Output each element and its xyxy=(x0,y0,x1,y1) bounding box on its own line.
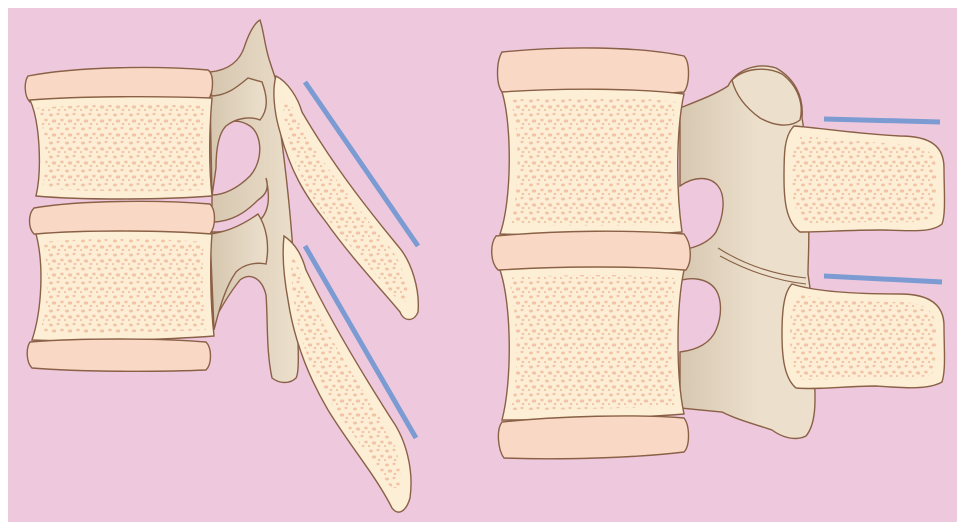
right-lower-endplate xyxy=(498,416,688,459)
left-lower-vertebral-body-texture xyxy=(40,239,206,333)
left-lower-endplate xyxy=(27,339,210,371)
right-guide-line-upper xyxy=(824,119,940,122)
right-upper-endplate xyxy=(498,48,689,95)
right-upper-spinous-process-texture xyxy=(792,136,936,224)
left-upper-vertebral-body-texture xyxy=(36,105,204,192)
right-upper-vertebral-body-texture xyxy=(510,97,676,225)
right-lower-vertebral-body-texture xyxy=(508,275,676,410)
right-lower-spinous-process-texture xyxy=(790,294,936,380)
